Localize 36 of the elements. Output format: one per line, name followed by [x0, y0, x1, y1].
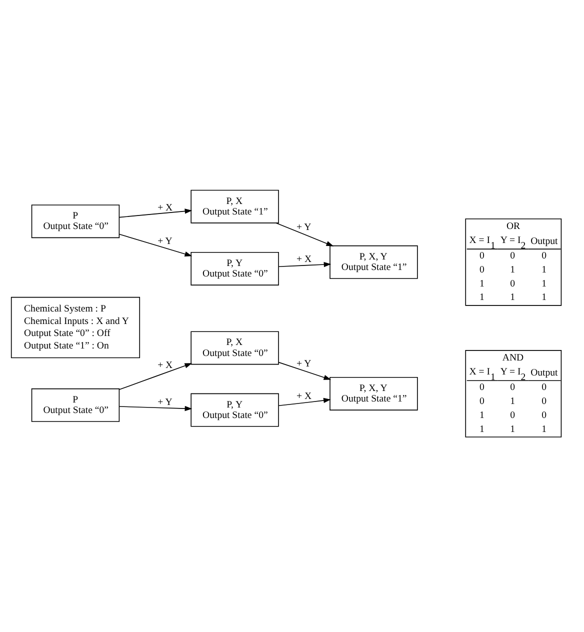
label: 0: [510, 250, 516, 262]
label: 0: [510, 278, 516, 289]
label: 1: [510, 264, 516, 275]
edge-label: + Y: [296, 221, 312, 232]
label: 0: [542, 382, 547, 393]
label: 1: [542, 423, 547, 434]
label: 1: [510, 292, 516, 303]
label: OR: [506, 220, 520, 232]
label: 0: [510, 382, 516, 393]
label: 1: [510, 423, 516, 434]
edge-label: + X: [296, 390, 312, 402]
label: 0: [542, 396, 547, 407]
label: 0: [542, 250, 547, 262]
label: 0: [480, 250, 484, 262]
label: 1: [510, 396, 516, 407]
edge-label: + X: [158, 360, 173, 371]
label: 0: [480, 264, 484, 275]
label: 1: [480, 423, 484, 434]
edge-label: + Y: [158, 396, 172, 408]
label: 1: [480, 278, 484, 289]
edge-label: + Y: [158, 235, 172, 246]
label: AND: [502, 352, 524, 364]
label: 1: [542, 264, 547, 275]
label: Output: [530, 366, 558, 378]
label: 1: [480, 292, 484, 303]
label: 1: [480, 409, 484, 420]
label: 0: [480, 382, 484, 393]
edge-label: + Y: [296, 358, 312, 369]
edge-label: + X: [158, 202, 173, 213]
edge-label: + X: [296, 253, 312, 264]
label: 0: [510, 409, 516, 420]
label: 1: [542, 292, 547, 303]
label: 0: [480, 396, 484, 407]
label: 0: [542, 409, 547, 420]
label: Output: [530, 235, 558, 246]
label: 1: [542, 278, 547, 289]
